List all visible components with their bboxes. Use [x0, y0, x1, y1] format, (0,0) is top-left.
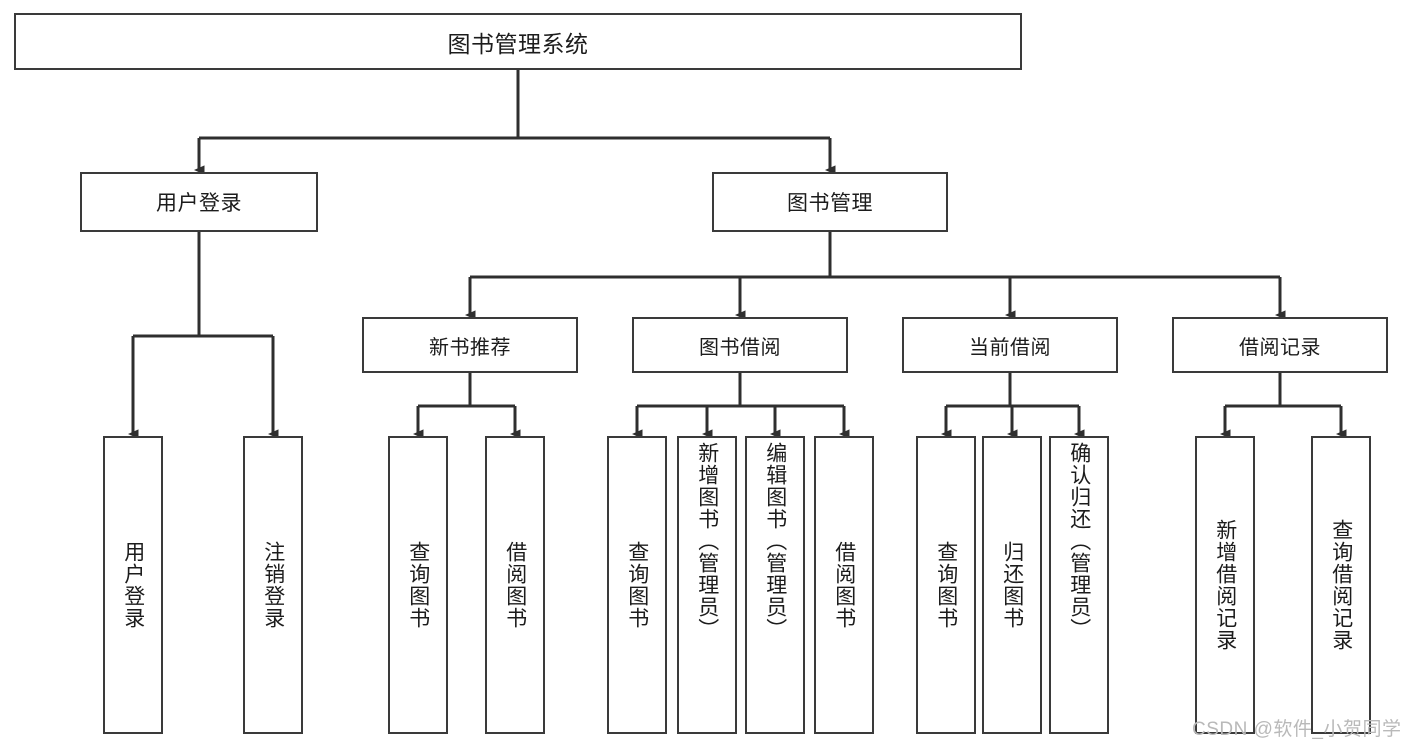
node-label: 借阅图书	[832, 541, 856, 629]
node-label: 归还图书	[1000, 541, 1024, 629]
node-leaf-query-borrow-record[interactable]: 查询借阅记录	[1311, 436, 1371, 734]
node-book-manage[interactable]: 图书管理	[712, 172, 948, 232]
node-user-login[interactable]: 用户登录	[80, 172, 318, 232]
node-leaf-logout-login[interactable]: 注销登录	[243, 436, 303, 734]
node-label: 查询图书	[934, 541, 958, 629]
node-label: 查询图书	[625, 541, 649, 629]
node-label: 用户登录	[156, 192, 242, 215]
node-leaf-edit-book-admin[interactable]: 编辑图书（管理员）	[745, 436, 805, 734]
node-leaf-user-login[interactable]: 用户登录	[103, 436, 163, 734]
node-label: 图书管理	[787, 192, 873, 215]
node-leaf-add-book-admin[interactable]: 新增图书（管理员）	[677, 436, 737, 734]
csdn-watermark: CSDN @软件_小贺同学	[1192, 719, 1402, 740]
node-label: 用户登录	[121, 541, 145, 629]
node-label: 新增图书（管理员）	[695, 442, 719, 640]
node-leaf-borrow-book-1[interactable]: 借阅图书	[485, 436, 545, 734]
node-leaf-query-book-3[interactable]: 查询图书	[916, 436, 976, 734]
node-leaf-return-book[interactable]: 归还图书	[982, 436, 1042, 734]
node-label: 注销登录	[261, 541, 285, 629]
node-label: 新书推荐	[429, 336, 511, 359]
node-label: 图书借阅	[699, 336, 781, 359]
node-book-borrow[interactable]: 图书借阅	[632, 317, 848, 373]
node-label: 当前借阅	[969, 336, 1051, 359]
node-label: 查询借阅记录	[1329, 519, 1353, 651]
node-leaf-add-borrow-record[interactable]: 新增借阅记录	[1195, 436, 1255, 734]
node-leaf-query-book-1[interactable]: 查询图书	[388, 436, 448, 734]
node-label: 编辑图书（管理员）	[763, 442, 787, 640]
node-borrow-record[interactable]: 借阅记录	[1172, 317, 1388, 373]
node-label: 新增借阅记录	[1213, 519, 1237, 651]
node-leaf-confirm-return[interactable]: 确认归还（管理员）	[1049, 436, 1109, 734]
node-label: 借阅图书	[503, 541, 527, 629]
node-book-management-system[interactable]: 图书管理系统	[14, 13, 1022, 70]
node-new-book-recommend[interactable]: 新书推荐	[362, 317, 578, 373]
node-label: 借阅记录	[1239, 336, 1321, 359]
node-current-borrow[interactable]: 当前借阅	[902, 317, 1118, 373]
node-leaf-query-book-2[interactable]: 查询图书	[607, 436, 667, 734]
node-label: 查询图书	[406, 541, 430, 629]
node-label: 确认归还（管理员）	[1067, 442, 1091, 640]
node-label: 图书管理系统	[447, 30, 589, 57]
node-leaf-borrow-book-2[interactable]: 借阅图书	[814, 436, 874, 734]
